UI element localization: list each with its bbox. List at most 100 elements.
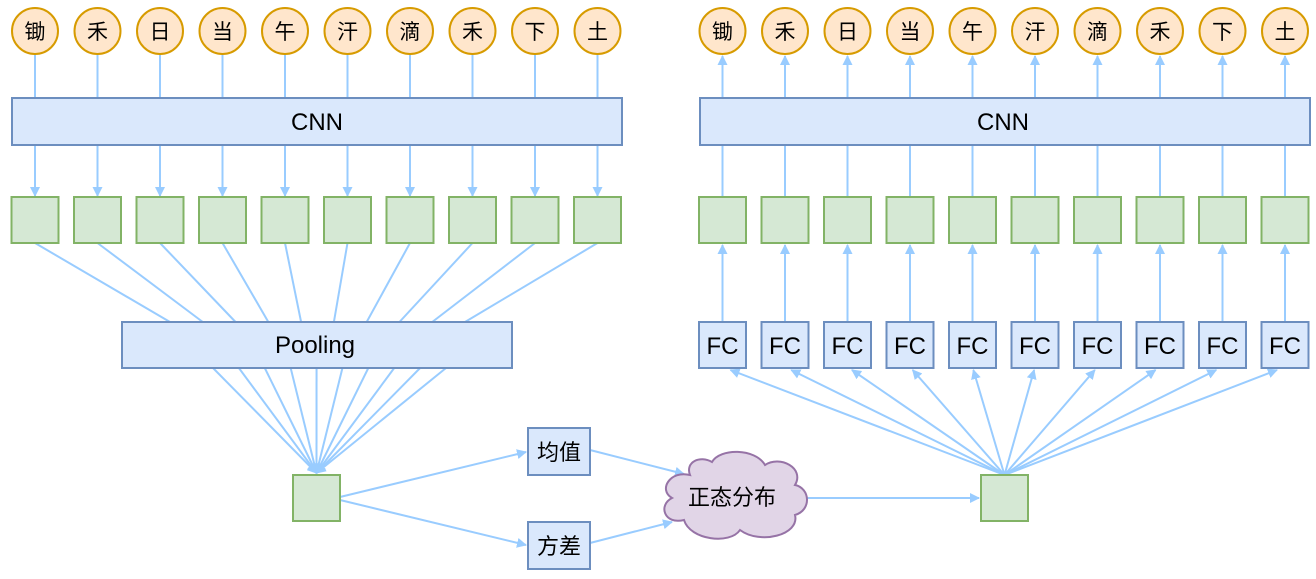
left-token-label: 禾 xyxy=(87,20,108,44)
fc-box xyxy=(1135,321,1185,369)
variance-box xyxy=(527,521,591,570)
left-feature-to-pooling-edge xyxy=(398,242,474,323)
left-feature-to-pooling-edge xyxy=(332,242,349,323)
right-token-node xyxy=(1011,7,1059,55)
left-pooling-to-latent-edge xyxy=(212,367,318,474)
right-token-label: 当 xyxy=(900,20,921,44)
right-latent-to-fc-edge xyxy=(1004,368,1278,476)
right-feature-node xyxy=(948,196,997,244)
left-feature-node xyxy=(198,196,247,244)
left-token-node xyxy=(448,7,497,55)
fc-label: FC xyxy=(1144,333,1176,360)
left-token-node xyxy=(261,7,309,55)
right-token-label: 禾 xyxy=(1150,20,1171,44)
fc-label: FC xyxy=(769,333,801,360)
right-token-node xyxy=(1073,7,1122,55)
fc-box xyxy=(1198,321,1247,369)
left-feature-to-pooling-edge xyxy=(221,242,270,323)
left-pooling-to-latent-edge xyxy=(313,367,344,474)
mean-label: 均值 xyxy=(537,441,581,466)
fc-label: FC xyxy=(894,333,926,360)
fc-box xyxy=(1073,321,1122,369)
left-pooling-to-latent-edge xyxy=(315,367,396,474)
left-feature-node xyxy=(510,196,560,244)
left-token-label: 日 xyxy=(150,20,171,44)
left-token-node xyxy=(136,7,184,55)
fc-label: FC xyxy=(1207,333,1239,360)
left-feature-node xyxy=(385,196,435,244)
right-token-label: 午 xyxy=(962,20,983,44)
right-token-node xyxy=(948,7,997,55)
left-feature-node xyxy=(448,196,497,244)
right-latent-to-fc-edge xyxy=(851,369,1006,476)
left-token-label: 土 xyxy=(587,20,608,44)
right-cnn-box xyxy=(699,97,1311,146)
pooling-box xyxy=(121,321,513,369)
left-pooling-to-latent-edge xyxy=(238,367,318,474)
fc-box xyxy=(698,321,747,369)
right-feature-node xyxy=(1260,196,1310,244)
left-token-label: 锄 xyxy=(25,20,46,44)
decoder-latent-node xyxy=(980,474,1029,522)
right-token-label: 禾 xyxy=(775,20,796,44)
fc-label: FC xyxy=(1019,333,1051,360)
right-token-label: 汗 xyxy=(1025,20,1046,44)
left-token-label: 滴 xyxy=(400,20,421,44)
left-token-node xyxy=(573,7,622,55)
right-latent-to-fc-edge xyxy=(971,369,1006,476)
left-cnn-label: CNN xyxy=(291,109,343,136)
fc-label: FC xyxy=(957,333,989,360)
right-token-label: 土 xyxy=(1275,20,1296,44)
left-feature-node xyxy=(10,196,60,244)
right-feature-node xyxy=(885,196,935,244)
pooling-label: Pooling xyxy=(275,332,355,359)
right-feature-node xyxy=(823,196,872,244)
right-token-node xyxy=(823,7,872,55)
left-feature-node xyxy=(260,196,310,244)
left-pooling-to-latent-edge xyxy=(263,367,318,474)
right-feature-node xyxy=(698,196,747,244)
fc-label: FC xyxy=(1082,333,1114,360)
fc-box xyxy=(1260,321,1310,369)
left-feature-node xyxy=(73,196,122,244)
right-feature-node xyxy=(1198,196,1247,244)
right-token-node xyxy=(1136,7,1184,55)
left-token-label: 下 xyxy=(525,20,546,44)
right-token-node xyxy=(1261,7,1309,55)
left-cnn-box xyxy=(11,97,623,146)
left-token-label: 午 xyxy=(275,20,296,44)
right-latent-to-fc-edge xyxy=(1003,369,1157,476)
right-latent-to-fc-edge xyxy=(911,369,1006,476)
left-feature-to-pooling-edge xyxy=(34,242,171,323)
encoder-latent-node xyxy=(292,474,341,522)
fc-box xyxy=(823,321,872,369)
variance-to-cloud-edge xyxy=(589,519,673,544)
fc-box xyxy=(1010,321,1060,369)
mean-box xyxy=(527,427,591,476)
fc-box xyxy=(885,321,935,369)
latent-to-mean-edge xyxy=(339,449,527,498)
right-token-node xyxy=(886,7,934,55)
left-token-node xyxy=(511,7,559,55)
fc-label: FC xyxy=(707,333,739,360)
normal-distribution-cloud xyxy=(663,450,808,540)
left-token-node xyxy=(323,7,372,55)
left-token-node xyxy=(198,7,247,55)
left-feature-to-pooling-edge xyxy=(284,242,303,323)
left-feature-to-pooling-edge xyxy=(431,242,536,323)
right-token-label: 滴 xyxy=(1087,20,1108,44)
right-latent-to-fc-edge xyxy=(1003,369,1096,476)
left-token-node xyxy=(386,7,434,55)
right-token-node xyxy=(1198,7,1247,55)
right-feature-node xyxy=(1010,196,1060,244)
latent-to-variance-edge xyxy=(339,499,527,548)
fc-box xyxy=(760,321,810,369)
right-latent-to-fc-edge xyxy=(790,369,1005,476)
normal-distribution-label: 正态分布 xyxy=(688,486,776,511)
left-feature-node xyxy=(573,196,622,244)
variance-label: 方差 xyxy=(537,535,581,560)
left-token-node xyxy=(73,7,122,55)
left-feature-node xyxy=(135,196,185,244)
left-pooling-to-latent-edge xyxy=(289,367,320,474)
